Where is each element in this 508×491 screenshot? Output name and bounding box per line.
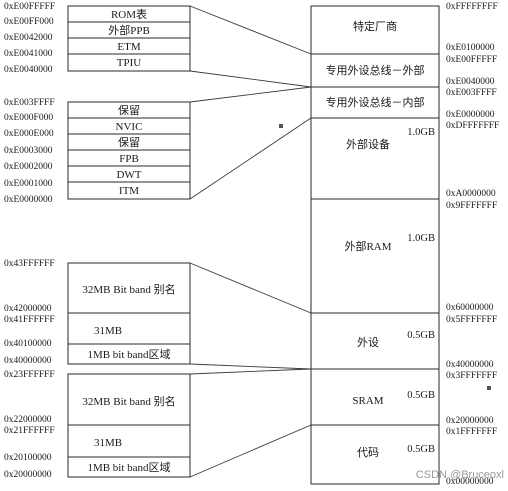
region-label: 外部RAM bbox=[344, 239, 391, 253]
address-label: 0xE000E000 bbox=[4, 129, 54, 139]
address-label: 0x40100000 bbox=[4, 339, 52, 349]
address-label: 0x1FFFFFFF bbox=[446, 427, 497, 437]
region-label: 专用外设总线－外部 bbox=[326, 63, 425, 77]
address-label: 0xE0002000 bbox=[4, 162, 53, 172]
row-label: 1MB bit band区域 bbox=[87, 461, 170, 474]
address-label: 0xE0042000 bbox=[4, 33, 53, 43]
row-label: 保留 bbox=[118, 135, 140, 149]
address-label: 0xE00FF000 bbox=[4, 17, 54, 27]
address-label: 0xE000F000 bbox=[4, 113, 53, 123]
region-label: 专用外设总线－内部 bbox=[326, 95, 425, 109]
connector-line bbox=[189, 368, 312, 375]
address-label: 0x22000000 bbox=[4, 415, 52, 425]
address-label: 0xFFFFFFFF bbox=[446, 2, 498, 12]
address-label: 0x5FFFFFFF bbox=[446, 315, 497, 325]
address-label: 0x20000000 bbox=[4, 470, 52, 480]
address-label: 0xE0000000 bbox=[4, 195, 53, 205]
region-size: 0.5GB bbox=[407, 330, 435, 341]
row-label: 保留 bbox=[118, 103, 140, 117]
region-label: 外设 bbox=[357, 336, 379, 349]
address-label: 0x21FFFFFF bbox=[4, 426, 55, 436]
address-label: 0x60000000 bbox=[446, 303, 494, 313]
region-size: 1.0GB bbox=[407, 127, 435, 138]
region-label: 特定厂商 bbox=[353, 19, 397, 33]
address-label: 0xE003FFFF bbox=[4, 98, 55, 108]
row-label: NVIC bbox=[116, 121, 143, 133]
row-label: 31MB bbox=[94, 437, 122, 449]
address-label: 0x00000000 bbox=[446, 477, 494, 487]
address-label: 0x40000000 bbox=[4, 356, 52, 366]
row-label: TPIU bbox=[117, 57, 142, 69]
address-label: 0xDFFFFFFF bbox=[446, 121, 499, 131]
connector-line bbox=[189, 424, 312, 478]
region-label: SRAM bbox=[352, 395, 383, 407]
connector-line bbox=[189, 5, 312, 55]
address-label: 0x41FFFFFF bbox=[4, 315, 55, 325]
address-label: 0x23FFFFFF bbox=[4, 370, 55, 380]
address-label: 0xE0040000 bbox=[4, 65, 53, 75]
region-size: 0.5GB bbox=[407, 390, 435, 401]
row-label: 32MB Bit band 别名 bbox=[82, 394, 175, 408]
connector-line bbox=[189, 117, 312, 200]
row-label: ETM bbox=[117, 41, 140, 53]
region-size: 0.5GB bbox=[407, 444, 435, 455]
row-label: DWT bbox=[116, 169, 141, 181]
address-label: 0x3FFFFFFF bbox=[446, 371, 497, 381]
connector-line bbox=[189, 363, 312, 370]
address-label: 0xE0040000 bbox=[446, 77, 495, 87]
row-label: 31MB bbox=[94, 325, 122, 337]
region-size: 1.0GB bbox=[407, 233, 435, 244]
address-label: 0xE0000000 bbox=[446, 110, 495, 120]
address-label: 0xE00FFFFF bbox=[446, 55, 497, 65]
address-label: 0xE003FFFF bbox=[446, 88, 497, 98]
row-label: 外部PPB bbox=[108, 23, 150, 37]
address-label: 0xE0003000 bbox=[4, 146, 53, 156]
address-label: 0x20000000 bbox=[446, 416, 494, 426]
address-label: 0x20100000 bbox=[4, 453, 52, 463]
row-label: ROM表 bbox=[111, 7, 147, 21]
address-label: 0xA0000000 bbox=[446, 189, 496, 199]
row-label: ITM bbox=[119, 185, 139, 197]
speck bbox=[487, 386, 491, 390]
region-label: 外部设备 bbox=[346, 137, 390, 151]
memory-map-column: 特定厂商 专用外设总线－外部 专用外设总线－内部 外部设备 外部RAM 外设 S… bbox=[310, 5, 440, 485]
memory-map-frame bbox=[310, 5, 440, 485]
region-label: 代码 bbox=[357, 446, 379, 459]
connector-line bbox=[189, 262, 312, 314]
watermark: CSDN @Bruceoxl bbox=[416, 469, 504, 481]
address-label: 0x42000000 bbox=[4, 304, 52, 314]
address-label: 0xE00FFFFF bbox=[4, 2, 55, 12]
row-label: 1MB bit band区域 bbox=[87, 348, 170, 361]
memory-map-addresses: 0xFFFFFFFF 0xE0100000 0xE00FFFFF 0xE0040… bbox=[446, 2, 499, 487]
address-label: 0xE0001000 bbox=[4, 179, 53, 189]
row-label: FPB bbox=[119, 153, 139, 165]
address-label: 0xE0100000 bbox=[446, 43, 495, 53]
connector-line bbox=[189, 70, 312, 88]
connector-lines bbox=[189, 5, 312, 478]
sram-bitband-detail: 32MB Bit band 别名 31MB 1MB bit band区域 0x2… bbox=[4, 370, 191, 480]
peripheral-bitband-detail: 32MB Bit band 别名 31MB 1MB bit band区域 0x4… bbox=[4, 259, 191, 366]
address-label: 0x43FFFFFF bbox=[4, 259, 55, 269]
address-label: 0x9FFFFFFF bbox=[446, 201, 497, 211]
row-label: 32MB Bit band 别名 bbox=[82, 282, 175, 296]
ppb-external-detail: ROM表 外部PPB ETM TPIU 0xE00FFFFF 0xE00FF00… bbox=[4, 2, 191, 75]
connector-line bbox=[189, 86, 312, 103]
speck bbox=[279, 124, 283, 128]
address-label: 0xE0041000 bbox=[4, 49, 53, 59]
ppb-internal-detail: 保留 NVIC 保留 FPB DWT ITM 0xE003FFFF 0xE000… bbox=[4, 98, 191, 205]
address-label: 0x40000000 bbox=[446, 360, 494, 370]
